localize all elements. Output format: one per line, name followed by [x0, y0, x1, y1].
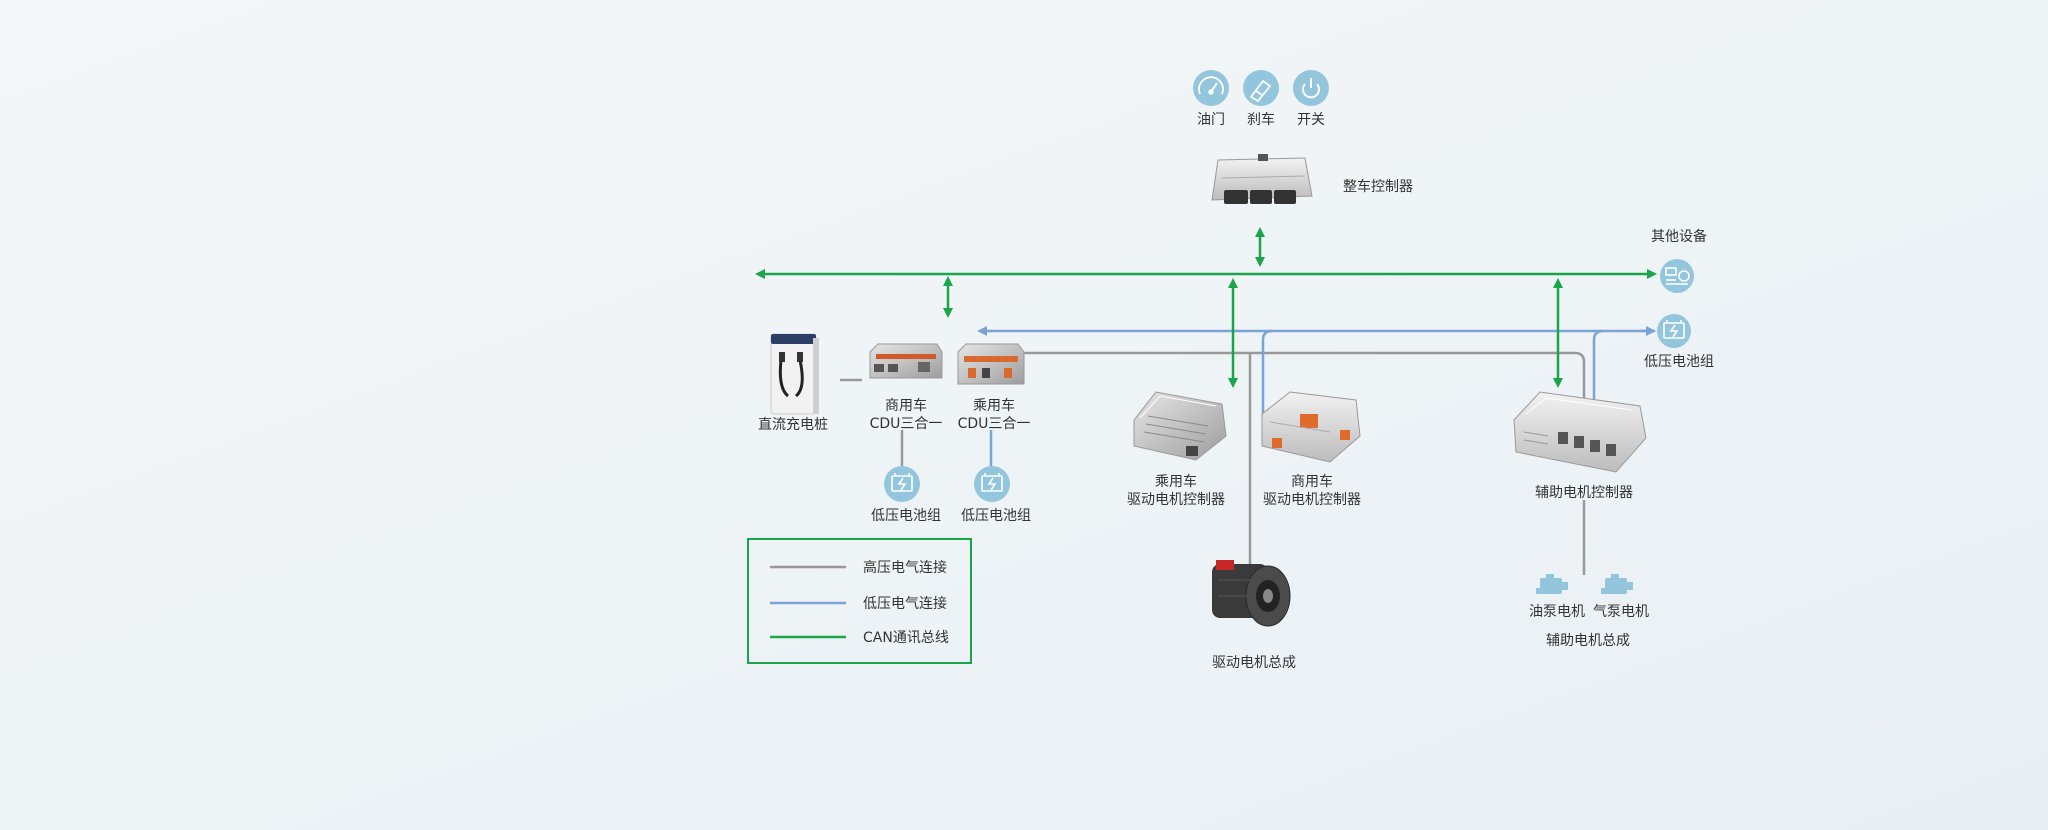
cdu-passenger-image: [957, 343, 1025, 385]
low-voltage-lines: [977, 326, 1656, 466]
passenger-mcu: 乘用车 驱动电机控制器: [1127, 391, 1227, 508]
input-icon-switch: 开关: [1293, 70, 1329, 128]
lv-battery-right: 低压电池组: [1644, 314, 1714, 370]
cdu-commercial-line2: CDU三合一: [870, 416, 943, 432]
dc-charger: 直流充电桩: [758, 333, 828, 433]
oil-pump-label: 油泵电机: [1529, 604, 1585, 620]
commercial-mcu-image: [1261, 391, 1361, 463]
power-icon: [1302, 78, 1320, 99]
aux-controller-label: 辅助电机控制器: [1535, 485, 1633, 501]
lv-battery-left-2-label: 低压电池组: [961, 508, 1031, 524]
battery-icon: [981, 473, 1003, 492]
lv-battery-left-1: 低压电池组: [871, 466, 941, 524]
battery-icon: [891, 473, 913, 492]
other-devices: 其他设备: [1651, 228, 1707, 293]
cdu-commercial: 商用车 CDU三合一: [869, 343, 943, 432]
motor-icon: [1601, 574, 1633, 594]
lv-aux-branch: [1592, 329, 1604, 400]
lv-commercial-mcu-branch: [1261, 329, 1273, 415]
devices-icon: [1665, 267, 1690, 285]
commercial-mcu-line1: 商用车: [1291, 473, 1333, 490]
aux-motor-controller: 辅助电机控制器: [1513, 391, 1647, 501]
lv-battery-left-1-label: 低压电池组: [871, 508, 941, 524]
can-bus-lines: [755, 227, 1657, 388]
passenger-mcu-image: [1133, 391, 1227, 461]
input-icon-throttle: 油门: [1193, 70, 1229, 128]
hv-bus-line: [1020, 351, 1586, 400]
cdu-passenger-line2: CDU三合一: [958, 416, 1031, 432]
brake-pedal-icon: [1249, 79, 1272, 103]
cdu-passenger-line1: 乘用车: [973, 397, 1015, 414]
other-devices-label: 其他设备: [1651, 228, 1707, 245]
cdu-passenger: 乘用车 CDU三合一: [957, 343, 1031, 432]
drive-motor-label: 驱动电机总成: [1212, 655, 1296, 671]
aux-controller-image: [1513, 391, 1647, 473]
throttle-label: 油门: [1197, 112, 1225, 128]
legend-can: CAN通讯总线: [863, 630, 949, 646]
switch-label: 开关: [1297, 112, 1325, 128]
drive-motor-image: [1212, 560, 1291, 627]
lv-battery-left-2: 低压电池组: [961, 466, 1031, 524]
vehicle-control-unit: 整车控制器: [1211, 154, 1413, 204]
legend-low-voltage: 低压电气连接: [863, 595, 947, 612]
high-voltage-lines: [840, 351, 1586, 585]
legend-high-voltage: 高压电气连接: [863, 559, 947, 576]
motor-icon: [1536, 574, 1568, 594]
air-pump-label: 气泵电机: [1593, 604, 1649, 620]
lv-battery-right-label: 低压电池组: [1644, 354, 1714, 370]
charger-image: [770, 333, 819, 415]
oil-pump-motor: 油泵电机: [1529, 574, 1585, 620]
vcu-label: 整车控制器: [1343, 178, 1413, 195]
brake-label: 刹车: [1247, 111, 1275, 128]
air-pump-motor: 气泵电机: [1593, 574, 1649, 620]
speedometer-icon: [1198, 76, 1224, 95]
legend-box: [747, 538, 972, 664]
commercial-mcu: 商用车 驱动电机控制器: [1261, 391, 1361, 508]
passenger-mcu-line1: 乘用车: [1155, 473, 1197, 490]
cdu-commercial-image: [869, 343, 943, 379]
input-icon-brake: 刹车: [1243, 70, 1279, 128]
passenger-mcu-line2: 驱动电机控制器: [1127, 492, 1225, 508]
battery-icon: [1663, 320, 1685, 339]
charger-label: 直流充电桩: [758, 416, 828, 433]
drive-motor-assembly: 驱动电机总成: [1212, 560, 1296, 671]
vcu-image: [1211, 154, 1313, 204]
legend: 高压电气连接 低压电气连接 CAN通讯总线: [747, 538, 972, 664]
aux-motor-assembly-label: 辅助电机总成: [1546, 633, 1630, 649]
cdu-commercial-line1: 商用车: [885, 397, 927, 414]
commercial-mcu-line2: 驱动电机控制器: [1263, 492, 1361, 508]
